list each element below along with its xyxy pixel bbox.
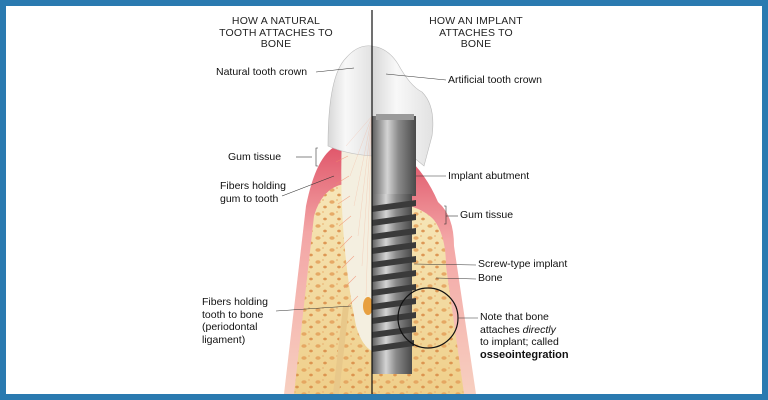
label-artificial-crown: Artificial tooth crown (448, 74, 542, 86)
heading-natural: HOW A NATURAL TOOTH ATTACHES TO BONE (219, 15, 333, 50)
diagram-frame: HOW A NATURAL TOOTH ATTACHES TO BONE HOW… (6, 6, 762, 394)
label-abutment: Implant abutment (448, 170, 530, 182)
leader-lines (275, 67, 478, 319)
tooth-implant-illustration (275, 10, 478, 394)
label-gum-left: Gum tissue (228, 151, 282, 163)
heading-implant: HOW AN IMPLANT ATTACHES TO BONE (429, 15, 523, 50)
label-fibers-gum: Fibers holding gum to tooth (220, 180, 286, 205)
label-gum-right: Gum tissue (460, 209, 514, 221)
label-osseointegration-note: Note that bone attaches directly to impl… (480, 311, 569, 361)
label-bone: Bone (478, 272, 503, 284)
natural-tooth-half (284, 45, 372, 394)
implant-half (372, 45, 476, 394)
label-natural-crown: Natural tooth crown (216, 66, 308, 78)
label-fibers-bone: Fibers holding tooth to bone (periodonta… (202, 296, 268, 346)
label-screw: Screw-type implant (478, 258, 568, 270)
